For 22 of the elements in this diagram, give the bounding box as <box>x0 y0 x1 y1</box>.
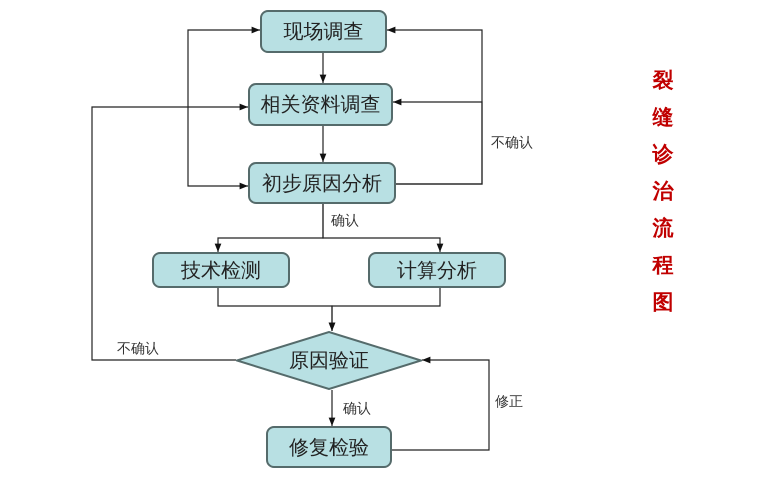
edge-label: 修正 <box>494 393 524 411</box>
process-box: 相关资料调查 <box>248 83 393 126</box>
edge-label: 不确认 <box>490 134 534 152</box>
arrow <box>320 53 326 83</box>
arrow <box>320 126 326 162</box>
arrow <box>328 288 441 331</box>
process-box: 计算分析 <box>368 252 506 288</box>
process-box: 初步原因分析 <box>248 162 396 204</box>
title: 裂缝诊治流程图 <box>651 67 675 316</box>
arrow <box>328 390 336 426</box>
process-box: 修复检验 <box>266 426 392 468</box>
edge-label: 不确认 <box>116 340 160 358</box>
decision-diamond: 原因验证 <box>236 331 422 390</box>
arrow <box>392 356 490 451</box>
process-box: 现场调查 <box>260 10 387 53</box>
arrow <box>322 204 444 252</box>
edge-label: 确认 <box>330 212 360 230</box>
arrow <box>91 104 248 361</box>
arrow <box>393 98 483 185</box>
arrow <box>187 26 260 190</box>
process-box: 技术检测 <box>152 252 290 288</box>
edge-label: 确认 <box>342 400 372 418</box>
